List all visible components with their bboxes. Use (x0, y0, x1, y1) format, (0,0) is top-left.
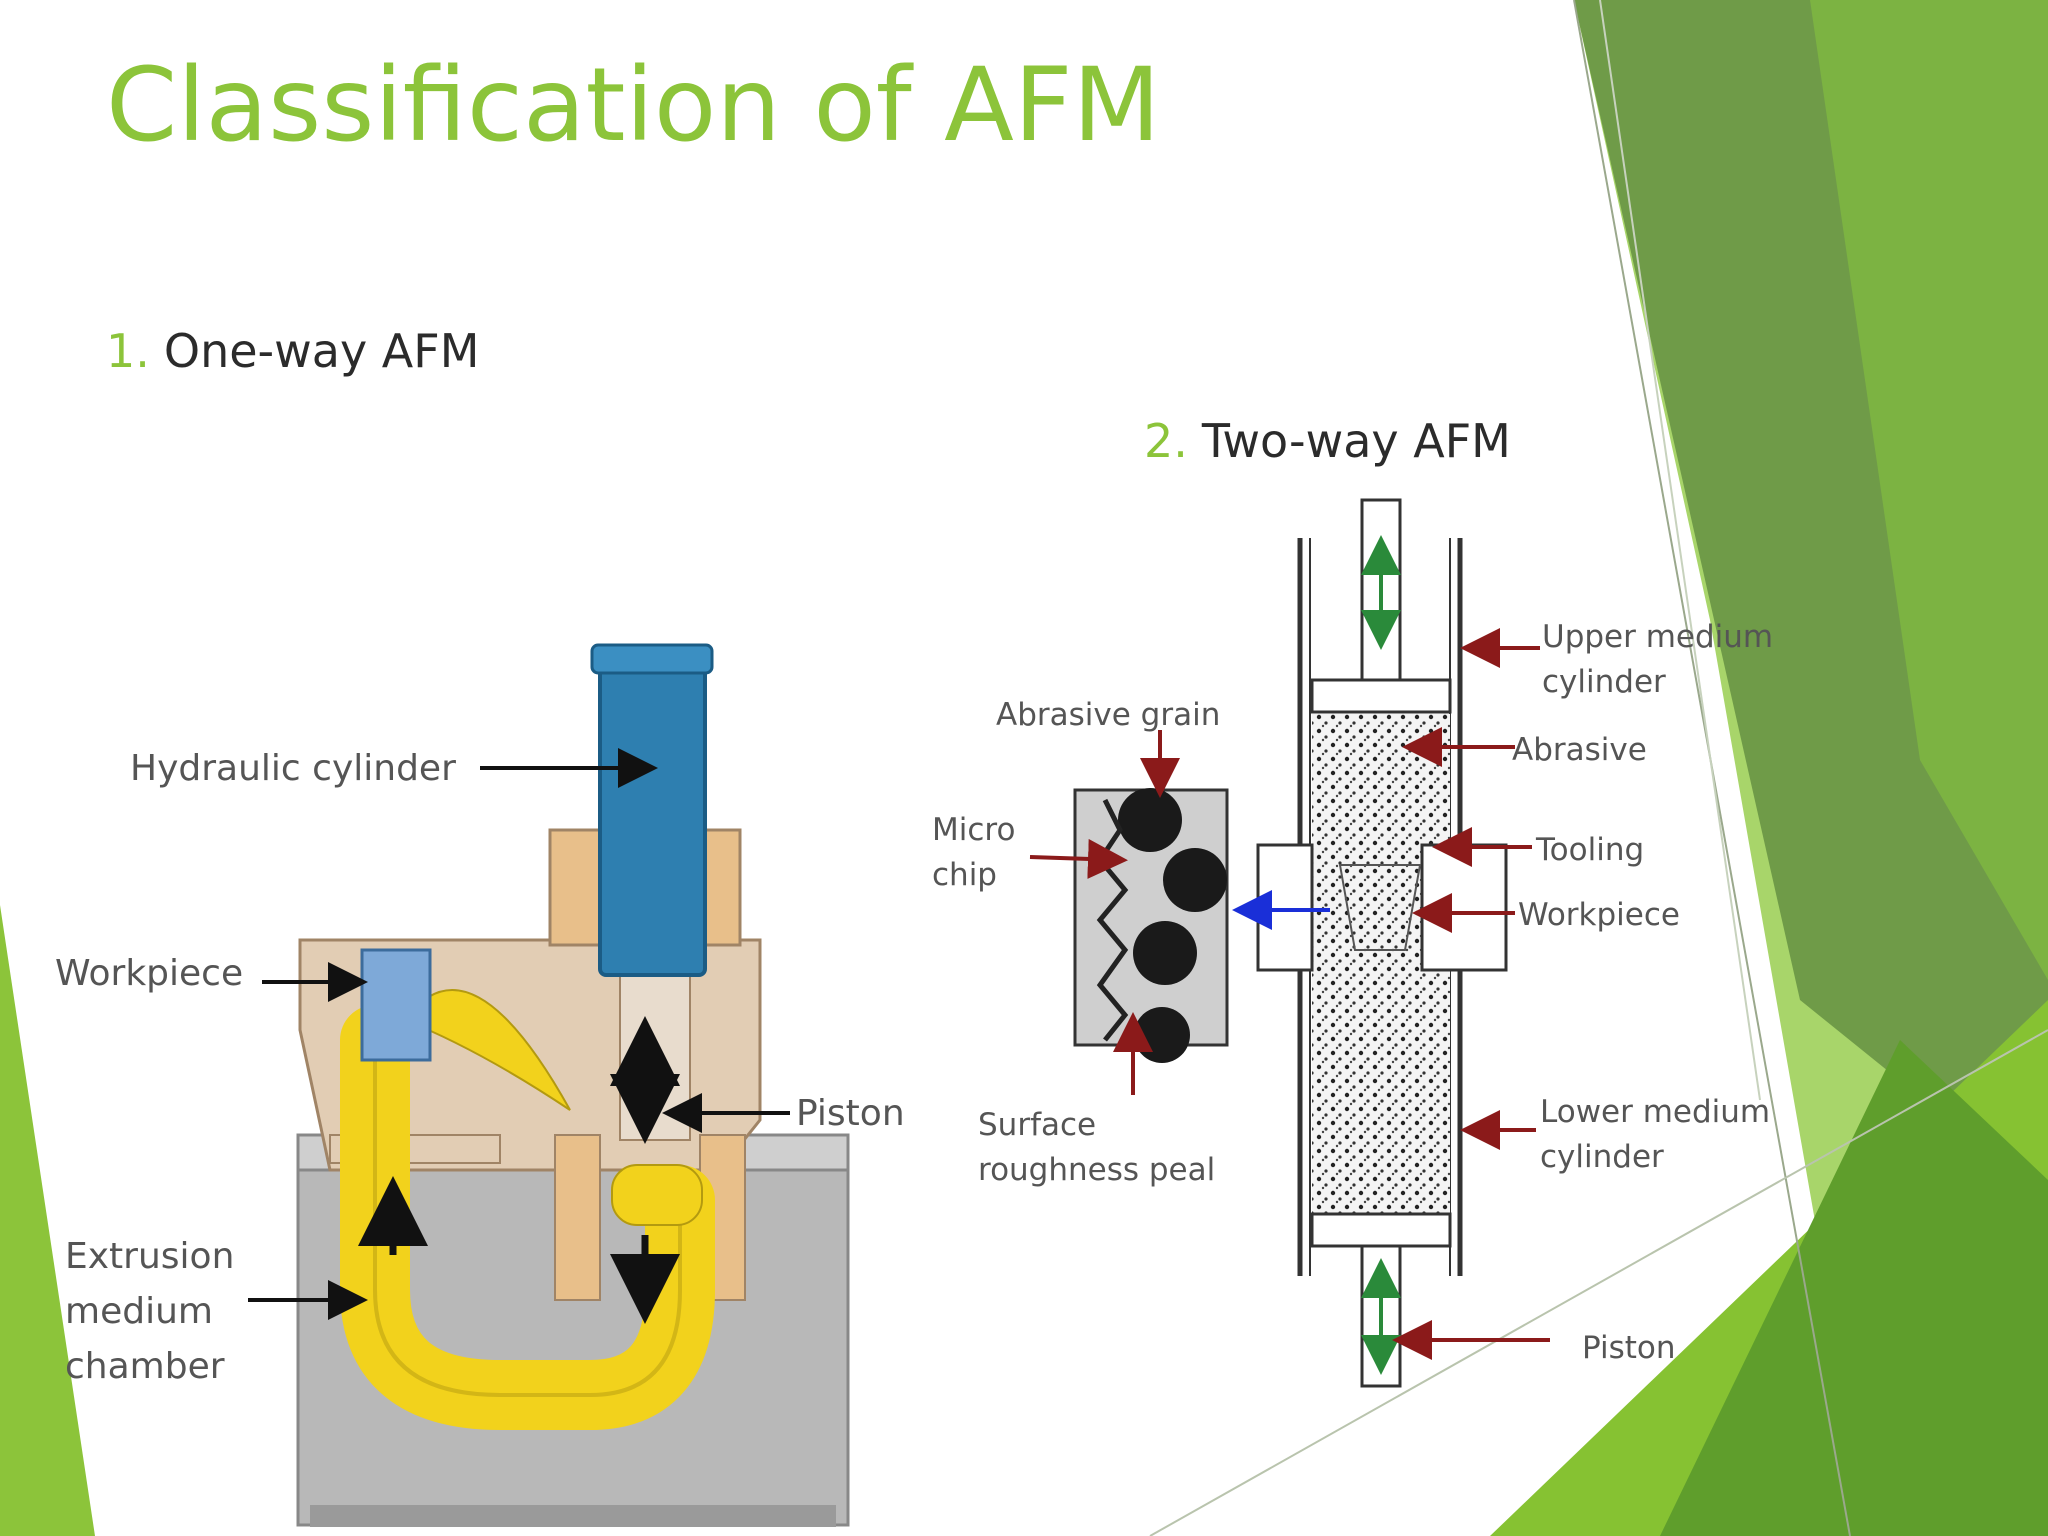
bullet-text: One-way AFM (163, 324, 480, 378)
label-tooling: Tooling (1535, 832, 1644, 868)
hydraulic-cylinder-top (590, 643, 714, 675)
label-chip: chip (932, 857, 997, 893)
extrusion-medium-outline (373, 1040, 682, 1397)
decor-left-triangle (0, 905, 95, 1536)
label-hydraulic-cylinder: Hydraulic cylinder (130, 748, 456, 789)
label-workpiece: Workpiece (55, 953, 243, 994)
label-extrusion-2: medium (65, 1291, 213, 1332)
label-lower-2: cylinder (1540, 1139, 1664, 1175)
abrasive-grain-4 (1134, 1007, 1190, 1063)
decor-right-panel-mid (1810, 0, 2048, 980)
lower-piston (1310, 1212, 1452, 1248)
label-abrasive-grain: Abrasive grain (996, 697, 1220, 733)
decor-thin-line-3 (1149, 1029, 2048, 1536)
label-micro: Micro (932, 812, 1015, 848)
base-foot (310, 1505, 836, 1527)
bullet-text: Two-way AFM (1201, 414, 1511, 468)
piston-head-yellow (611, 1164, 703, 1226)
label-upper-2: cylinder (1542, 664, 1666, 700)
label-piston-two-way: Piston (1582, 1330, 1676, 1366)
label-extrusion-1: Extrusion (65, 1236, 234, 1277)
bullet-one-way: 1.One-way AFM (106, 324, 479, 378)
pointer-micro-chip (1029, 838, 1128, 879)
abrasive-grain-3 (1133, 921, 1197, 985)
bullet-number: 2. (1144, 414, 1188, 468)
workpiece-block (360, 948, 432, 1062)
bullet-number: 1. (106, 324, 150, 378)
piston-chamber-left (554, 1134, 601, 1301)
abrasive-grain-2 (1163, 848, 1227, 912)
abrasive-grain-1 (1118, 788, 1182, 852)
label-abrasive: Abrasive (1512, 732, 1647, 768)
decor-thin-line-2 (1599, 0, 1761, 1101)
extrusion-medium-spray (403, 989, 571, 1111)
workpiece-passage (1338, 864, 1422, 951)
label-lower-1: Lower medium (1540, 1094, 1770, 1130)
label-extrusion-3: chamber (65, 1346, 225, 1387)
label-workpiece-two-way: Workpiece (1518, 897, 1680, 933)
upper-piston (1310, 678, 1452, 714)
label-piston: Piston (796, 1093, 905, 1134)
label-roughness: roughness peal (978, 1152, 1215, 1188)
bullet-two-way: 2.Two-way AFM (1144, 414, 1511, 468)
label-upper-1: Upper medium (1542, 619, 1773, 655)
tooling-right (1420, 843, 1508, 972)
decor-bottom-right-deep (1660, 1040, 2048, 1536)
label-surface: Surface (978, 1107, 1096, 1143)
slide-title: Classification of AFM (106, 46, 1161, 165)
tooling-left (1256, 843, 1314, 972)
